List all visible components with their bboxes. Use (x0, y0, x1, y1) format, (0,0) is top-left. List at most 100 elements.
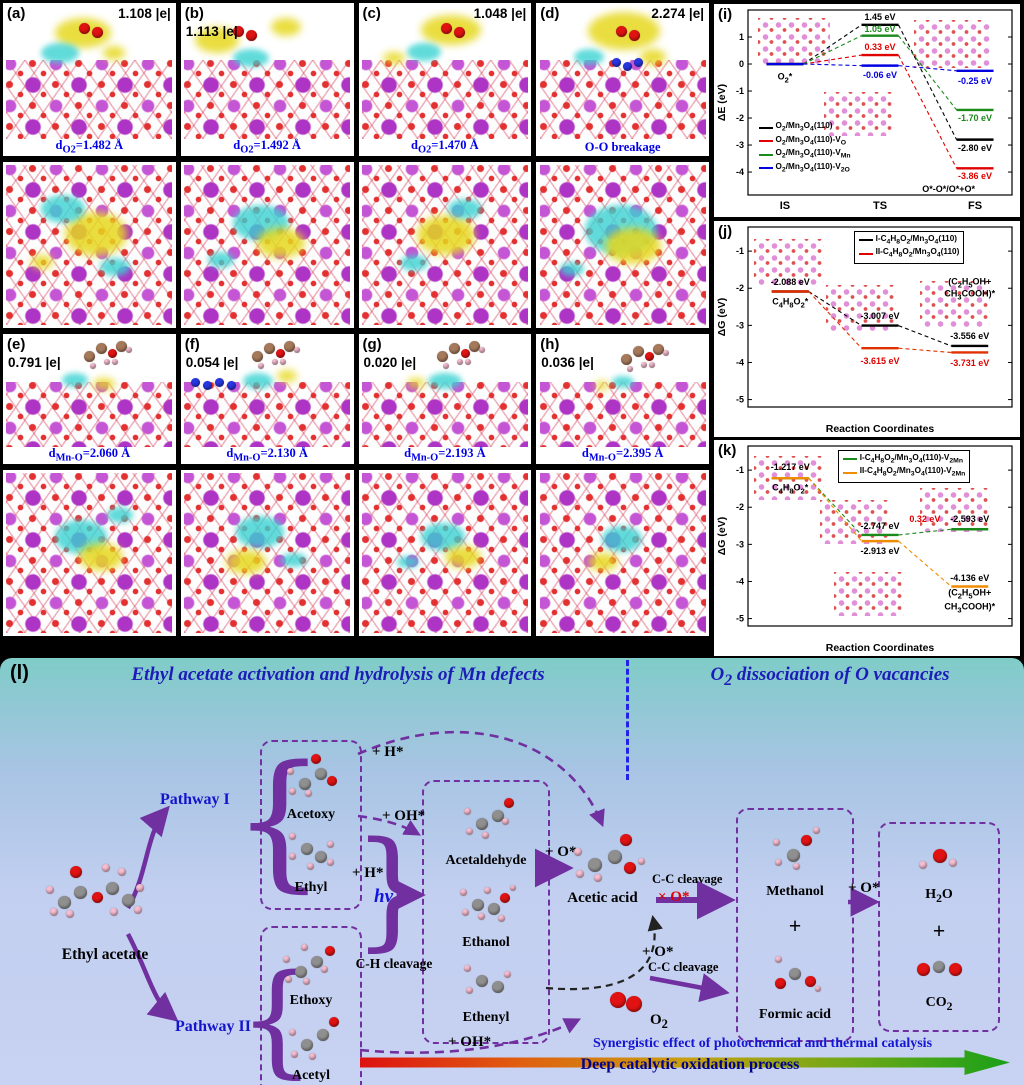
acetic-acid-molecule (566, 830, 650, 888)
atom-H (271, 359, 278, 366)
atom-H (466, 987, 473, 995)
chart-annotation: -4.136 eV (950, 572, 990, 583)
bond-distance-label: dMn-O=2.060 Å (48, 445, 131, 464)
reaction-arrows (126, 730, 880, 1054)
isosurface-cyan (242, 373, 273, 389)
methanol-label: Methanol (766, 884, 824, 899)
panel-label: (e) (7, 336, 26, 353)
svg-text:-3: -3 (736, 320, 744, 330)
svg-text:-4: -4 (736, 357, 744, 367)
chart-annotation: (C2H5OH+ (948, 588, 992, 601)
atom-O (610, 992, 626, 1008)
atom-H (510, 884, 516, 891)
isosurface-yellow (30, 254, 53, 269)
svg-text:-5: -5 (736, 395, 744, 405)
atom-O (624, 862, 636, 874)
svg-text:ΔE (eV): ΔE (eV) (716, 84, 728, 121)
atom-B (203, 381, 213, 391)
atom-H (641, 361, 648, 368)
atom-C (299, 778, 311, 791)
atom-H (90, 363, 97, 370)
charge-value: 0.054 |e| (185, 355, 239, 370)
o2-molecule (232, 24, 261, 44)
bond-distance-label: dO2=1.482 Å (55, 137, 124, 156)
legend-entry: II-C4H8O2/Mn3O4(110) (858, 247, 959, 261)
synergy-text: Synergistic effect of photochemical and … (592, 1036, 933, 1051)
dashed-arrow-ethenyl-o (545, 914, 663, 991)
chart-annotation: -1.70 eV (958, 113, 993, 124)
atom-H (466, 828, 473, 836)
atom-C (295, 966, 307, 979)
o2-label: O2 (650, 1012, 668, 1031)
bond-distance-label: O-O breakage (584, 140, 661, 154)
pathway2-products-box: Ethoxy Acetyl (260, 926, 362, 1085)
structure-inset (754, 239, 824, 285)
atom-H (663, 349, 670, 356)
ethoxy-molecule (283, 938, 339, 986)
chart-label: (i) (718, 6, 733, 23)
atom-H (303, 978, 310, 986)
atom-H (118, 868, 126, 876)
isosurface-yellow (103, 45, 126, 60)
isosurface-yellow (406, 378, 425, 389)
atom-O (504, 798, 514, 809)
isosurface-yellow (225, 549, 266, 574)
structure-inset (914, 20, 990, 68)
svg-text:0: 0 (739, 59, 744, 69)
atom-C (74, 886, 87, 899)
isosurface-yellow (92, 378, 115, 391)
h2o-label: H2O (925, 887, 953, 906)
slab-structure (184, 473, 351, 633)
chart-annotation: -0.06 eV (862, 70, 898, 81)
plus-h-mid-label: + H* (352, 865, 384, 881)
slab-structure (6, 59, 173, 140)
legend-entry: II-C4H8O2/Mn3O4(110)-V2Mn (842, 466, 965, 480)
acetic-acid-label: Acetic acid (567, 890, 638, 906)
atom-T (436, 351, 448, 363)
charge-value: 1.108 |e| (118, 6, 171, 21)
chart-annotation: -3.556 eV (950, 331, 990, 342)
isosurface-cyan (208, 251, 235, 268)
atom-T (116, 341, 128, 353)
atom-C (789, 968, 801, 980)
chart-annotation: -2.913 eV (860, 546, 900, 557)
isosurface-cyan (106, 506, 133, 523)
isosurface-yellow (79, 543, 123, 572)
dashed-arrow-acetoxy-to-acetic (357, 730, 605, 828)
slab-structure (361, 59, 528, 140)
atom-O (329, 1017, 339, 1028)
cc-cleavage-1-label: C-C cleavage (652, 872, 723, 886)
atom-B (227, 381, 237, 391)
isosurface-cyan (601, 526, 642, 553)
isosurface-cyan (99, 258, 130, 277)
atom-H (291, 1051, 298, 1059)
atom-H (638, 858, 645, 865)
c1-products-box: Methanol + Formic acid (736, 808, 854, 1042)
chart-annotation: C4H8O2* (772, 482, 809, 496)
svg-text:-1: -1 (736, 86, 744, 96)
ethyl-acetate-label: Ethyl acetate (61, 946, 149, 963)
slab-structure (539, 59, 706, 140)
atom-C (492, 981, 504, 994)
slab-structure (361, 382, 528, 448)
svg-text:ΔG (eV): ΔG (eV) (716, 517, 728, 555)
atom-H (305, 790, 312, 798)
atom-B (191, 378, 201, 388)
ethyl-acetate-adsorbate (250, 339, 306, 370)
chart-annotation: -3.86 eV (958, 171, 993, 182)
section-divider (626, 660, 629, 780)
atom-B (623, 62, 633, 72)
chart-annotation: C4H8O2* (772, 296, 809, 310)
atom-H (136, 884, 144, 892)
isosurface-yellow (444, 546, 481, 569)
legend-entry: O2/Mn3O4(110)-VMn (758, 148, 851, 162)
ethyl-molecule (283, 831, 339, 871)
atom-H (464, 808, 471, 816)
atom-O (801, 835, 812, 846)
methanol-molecule (767, 827, 823, 871)
bond-distance-label: dO2=1.470 Å (411, 137, 479, 156)
ethyl-acetate-adsorbate (435, 339, 491, 370)
cc-cleavage-2-label: C-C cleavage (648, 960, 719, 974)
